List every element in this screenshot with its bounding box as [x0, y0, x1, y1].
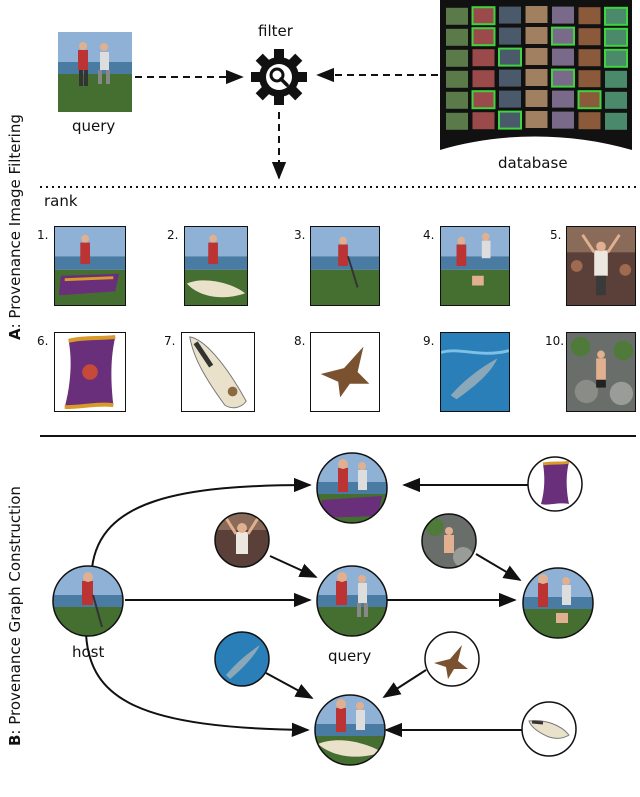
- node-rock-man-composite: [522, 567, 594, 639]
- node-rug: [527, 456, 583, 512]
- database-thumbnail: [525, 90, 548, 107]
- rank-2-image: [184, 226, 248, 306]
- database-thumbnail: [525, 27, 548, 44]
- database-thumbnail: [551, 26, 575, 46]
- rank-7-image: [181, 332, 255, 412]
- database-thumbnail: [499, 27, 521, 45]
- database-thumbnail: [472, 112, 495, 130]
- database-thumbnail: [471, 90, 496, 110]
- database-thumbnail: [499, 6, 521, 24]
- database-thumbnail: [446, 28, 468, 46]
- node-rug-composite: [316, 452, 388, 524]
- node-board-composite: [314, 694, 386, 766]
- database-label: database: [498, 154, 568, 172]
- rank-4-label: 4.: [423, 228, 435, 242]
- database-thumbnail: [552, 48, 574, 66]
- node-host: [52, 565, 124, 637]
- database-thumbnail: [551, 68, 575, 88]
- node-hammerhead: [424, 631, 480, 687]
- database-thumbnail: [499, 90, 521, 108]
- database-thumbnail: [552, 90, 574, 108]
- rank-3-image: [310, 226, 380, 306]
- database-thumbnail: [552, 111, 574, 129]
- rank-9-label: 9.: [423, 334, 435, 348]
- database-thumbnail: [605, 70, 627, 88]
- database-thumbnail: [552, 6, 574, 24]
- rank-5-label: 5.: [550, 228, 562, 242]
- edge-shark-to-bottom: [265, 672, 314, 699]
- database-thumbnail: [525, 48, 548, 65]
- host-label: host: [72, 643, 105, 661]
- rank-4-image: [440, 226, 510, 306]
- rank-7-label: 7.: [164, 334, 176, 348]
- database-thumbnail: [605, 112, 627, 130]
- database-thumbnail: [578, 112, 601, 130]
- rank-1-label: 1.: [37, 228, 49, 242]
- database-thumbnail: [525, 111, 548, 128]
- database-thumbnail: [525, 69, 548, 86]
- rank-6-label: 6.: [37, 334, 49, 348]
- graph-query-label: query: [328, 647, 372, 665]
- database-thumbnail: [446, 112, 468, 130]
- database-thumbnail: [578, 49, 601, 67]
- database-thumbnail: [604, 27, 628, 47]
- node-shark: [214, 631, 270, 687]
- database-thumbnail: [446, 49, 468, 67]
- database-thumbnail: [498, 47, 522, 67]
- edge-man-to-right: [475, 553, 522, 581]
- query-label: query: [72, 117, 116, 135]
- rank-5-image: [566, 226, 636, 306]
- edge-host-to-top: [91, 477, 312, 569]
- edge-hammerhead-to-bottom: [382, 669, 427, 698]
- rank-2-label: 2.: [167, 228, 179, 242]
- database-thumbnail: [472, 70, 495, 88]
- rank-10-label: 10.: [545, 334, 565, 348]
- rank-9-image: [440, 332, 510, 412]
- gear-magnifier-icon: [251, 49, 307, 105]
- rank-8-label: 8.: [294, 334, 306, 348]
- rank-8-image: [310, 332, 380, 412]
- database-thumbnail: [472, 49, 495, 67]
- database-thumbnail: [446, 91, 468, 109]
- node-rock-man: [421, 513, 477, 569]
- database-thumbnail: [471, 6, 496, 26]
- database-wall: [440, 0, 632, 150]
- database-thumbnail: [446, 7, 468, 25]
- node-dancer: [214, 512, 270, 568]
- edge-dancer-to-query: [269, 555, 318, 578]
- database-thumbnail: [446, 70, 468, 88]
- database-thumbnail: [578, 70, 601, 88]
- rank-10-image: [566, 332, 636, 412]
- node-board: [521, 701, 577, 757]
- rank-label: rank: [44, 192, 78, 210]
- database-thumbnail: [525, 6, 548, 23]
- rank-3-label: 3.: [294, 228, 306, 242]
- node-query: [316, 565, 388, 637]
- filter-label: filter: [258, 22, 293, 40]
- query-image: [58, 32, 132, 112]
- database-thumbnail: [604, 48, 628, 68]
- edge-host-to-bottom: [85, 633, 310, 738]
- database-thumbnail: [578, 28, 601, 46]
- database-thumbnail: [577, 90, 602, 110]
- database-thumbnail: [578, 7, 601, 25]
- rank-1-image: [54, 226, 126, 306]
- database-thumbnail: [471, 27, 496, 47]
- database-thumbnail: [499, 69, 521, 87]
- database-thumbnail: [604, 6, 628, 26]
- database-thumbnail: [498, 110, 522, 130]
- rank-6-image: [54, 332, 126, 412]
- database-thumbnail: [605, 91, 627, 109]
